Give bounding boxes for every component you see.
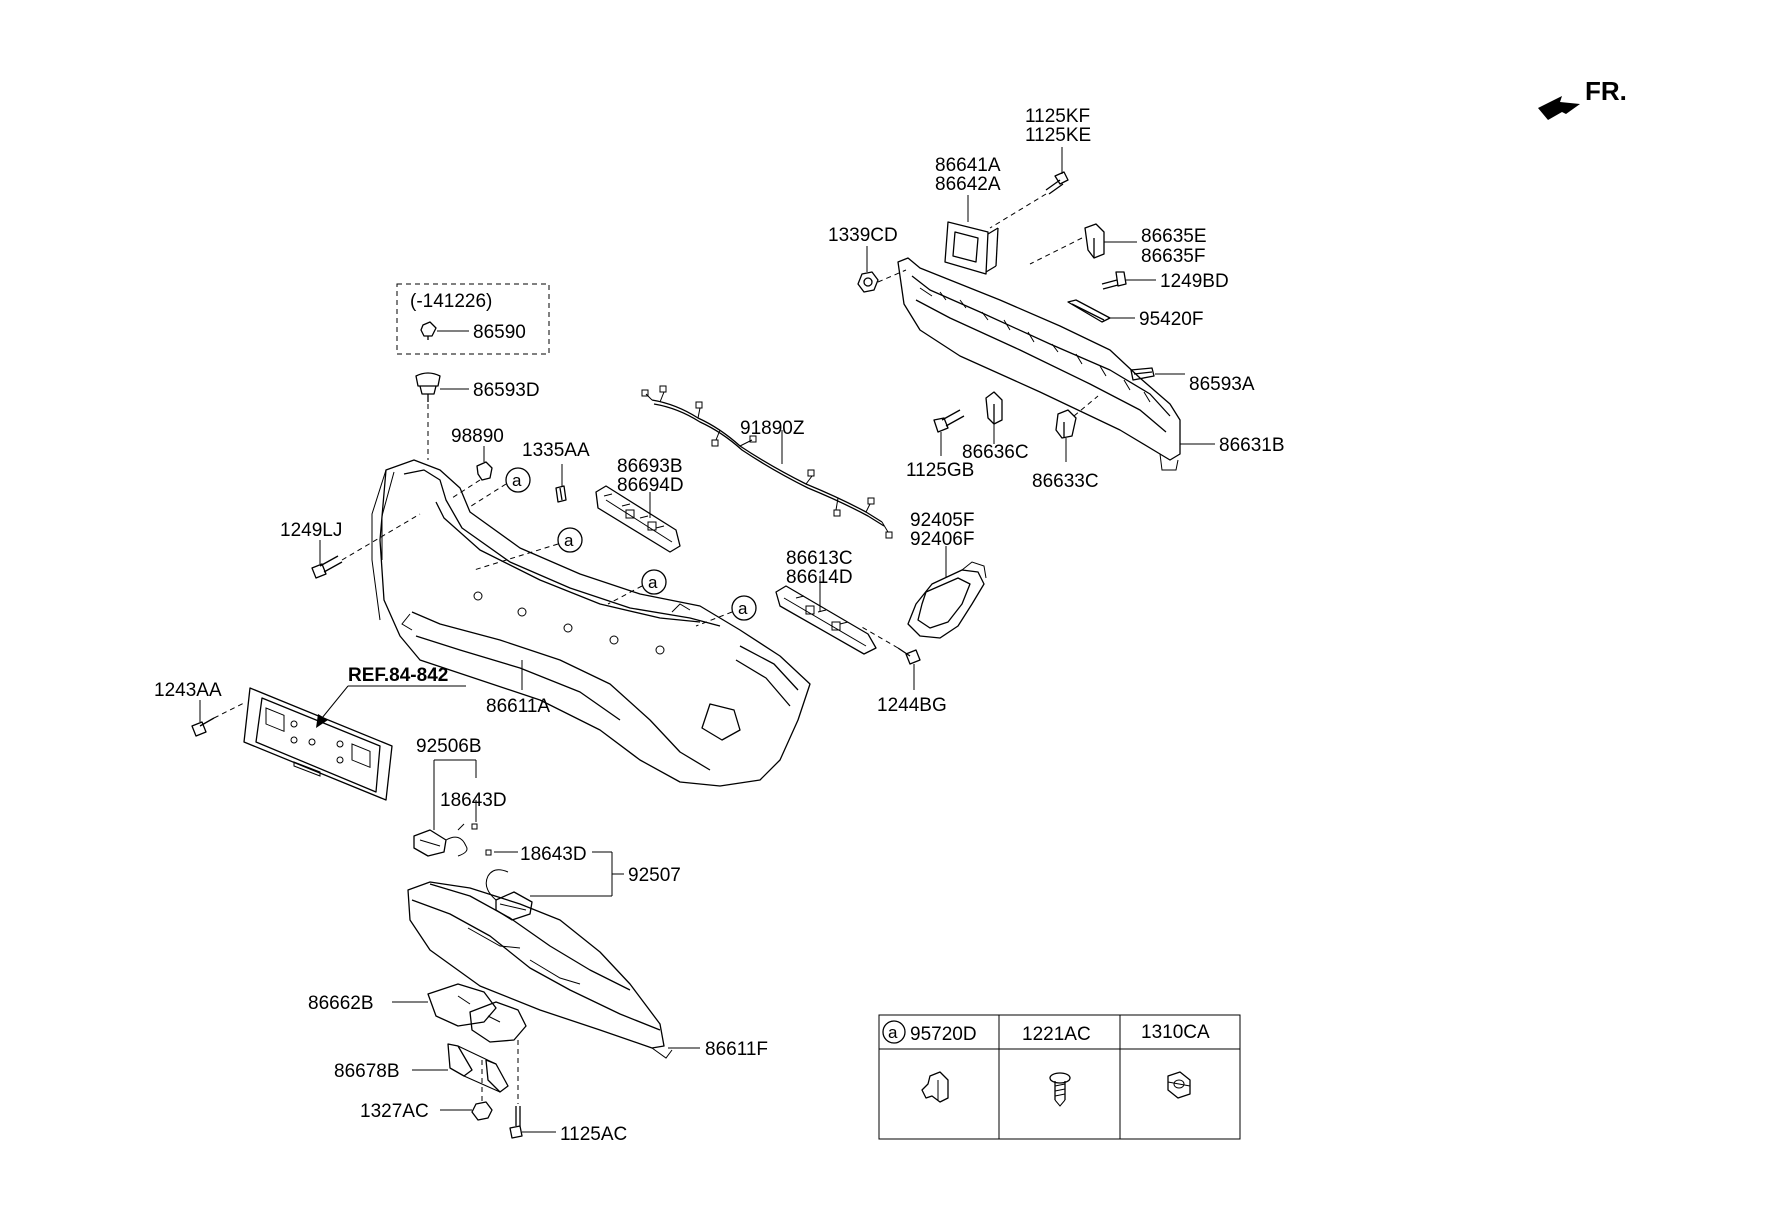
legend-part-1310CA: 1310CA <box>1141 1022 1210 1043</box>
callout-86635F: 86635F <box>1141 246 1205 267</box>
callout-92405F: 92405F <box>910 510 974 531</box>
callout-92406F: 92406F <box>910 529 974 550</box>
bulb-icon <box>471 823 478 830</box>
callout-1244BG: 1244BG <box>877 695 947 716</box>
rear-back-beam <box>897 257 1181 471</box>
callout-1249BD: 1249BD <box>1160 271 1229 292</box>
beam-bracket <box>985 391 1003 425</box>
svg-text:a: a <box>888 1023 898 1042</box>
sensor-bracket <box>944 221 999 275</box>
date-range-box: (-141226) 86590 <box>396 283 550 355</box>
reference-marker-a: a <box>557 527 583 553</box>
callout-86662B: 86662B <box>308 993 374 1014</box>
wiring-harness <box>641 385 893 539</box>
callout-92507: 92507 <box>628 865 681 886</box>
license-lamp-left <box>413 823 468 857</box>
hardware-legend-table: a 95720D 1221AC 1310CA <box>878 1014 1241 1140</box>
clip-icon <box>476 461 493 481</box>
lower-diffuser <box>407 881 673 1059</box>
svg-text:a: a <box>648 573 658 592</box>
bolt-icon <box>897 647 921 665</box>
beam-clip <box>1084 223 1105 259</box>
legend-part-95720D: 95720D <box>910 1024 977 1045</box>
svg-text:a: a <box>512 471 522 490</box>
callout-86614D: 86614D <box>786 567 853 588</box>
bumper-pad <box>1130 367 1155 381</box>
callout-86633C: 86633C <box>1032 471 1099 492</box>
callout-86642A: 86642A <box>935 174 1001 195</box>
bolt-icon <box>311 555 343 579</box>
pin-icon <box>420 321 437 340</box>
callout-86694D: 86694D <box>617 475 684 496</box>
reference-marker-a: a <box>505 467 531 493</box>
callout-86678B: 86678B <box>334 1061 400 1082</box>
push-pin-icon <box>415 372 441 402</box>
rear-bumper-cover <box>371 459 811 787</box>
callout-1125KF: 1125KF <box>1025 106 1090 127</box>
callout-1327AC: 1327AC <box>360 1101 429 1122</box>
legend-marker-a: a <box>882 1020 906 1044</box>
reference-marker-a: a <box>641 569 667 595</box>
beam-lower-bracket <box>1055 409 1077 439</box>
callout-86593A: 86593A <box>1189 374 1255 395</box>
callout-86611A: 86611A <box>486 696 550 717</box>
callout-1125GB: 1125GB <box>906 460 974 481</box>
reference-marker-a: a <box>731 595 757 621</box>
callout-86636C: 86636C <box>962 442 1029 463</box>
legend-part-1221AC: 1221AC <box>1022 1024 1091 1045</box>
back-beam-assembly: 1125KF 1125KE 86641A 86642A 1339CD 86635… <box>828 106 1285 492</box>
callout-18643D: 18643D <box>520 844 587 865</box>
callout-18643D: 18643D <box>440 790 507 811</box>
callout-92506B: 92506B <box>416 736 482 757</box>
svg-text:a: a <box>564 531 574 550</box>
retainer-clip <box>555 485 567 503</box>
bulb-icon <box>485 849 492 856</box>
callout-86641A: 86641A <box>935 155 1001 176</box>
exhaust-bracket <box>447 1043 509 1093</box>
callout-1125KE: 1125KE <box>1025 125 1091 146</box>
callout-1335AA: 1335AA <box>522 440 590 461</box>
front-direction-indicator: FR. <box>1538 76 1627 120</box>
callout-86693B: 86693B <box>617 456 683 477</box>
callout-1243AA: 1243AA <box>154 680 222 701</box>
callout-1125AC: 1125AC <box>560 1124 627 1145</box>
callout-91890Z: 91890Z <box>740 418 805 439</box>
clip-icon <box>921 1071 949 1103</box>
callout-95420F: 95420F <box>1139 309 1203 330</box>
callout-1249LJ: 1249LJ <box>280 520 342 541</box>
callout-86613C: 86613C <box>786 548 853 569</box>
screw-icon <box>1049 1072 1071 1107</box>
callout-1339CD: 1339CD <box>828 225 898 246</box>
side-bracket <box>595 485 681 553</box>
callout-86631B: 86631B <box>1219 435 1285 456</box>
front-direction-label: FR. <box>1585 76 1627 106</box>
bolt-icon <box>933 409 965 433</box>
nut-icon <box>857 271 879 293</box>
nut-icon <box>1167 1071 1191 1099</box>
callout-98890: 98890 <box>451 426 504 447</box>
bolt-icon <box>509 1106 523 1139</box>
side-mount-bracket <box>775 585 877 655</box>
license-plate-bracket <box>243 687 393 801</box>
callout-86590: 86590 <box>473 322 526 343</box>
callout-date-range: (-141226) <box>410 291 492 312</box>
absorber-strip <box>1067 299 1111 323</box>
reflector-bezel <box>907 561 987 639</box>
screw-icon <box>191 717 215 737</box>
bolt-icon <box>1045 171 1069 195</box>
callout-86593D: 86593D <box>473 380 540 401</box>
front-direction-arrow-icon <box>1538 96 1580 120</box>
nut-icon <box>471 1101 493 1121</box>
callout-86611F: 86611F <box>705 1039 768 1060</box>
exhaust-trim <box>427 983 527 1043</box>
callout-86635E: 86635E <box>1141 226 1207 247</box>
svg-text:a: a <box>738 599 748 618</box>
reference-label: REF.84-842 <box>348 665 448 686</box>
bolt-icon <box>1101 271 1127 290</box>
